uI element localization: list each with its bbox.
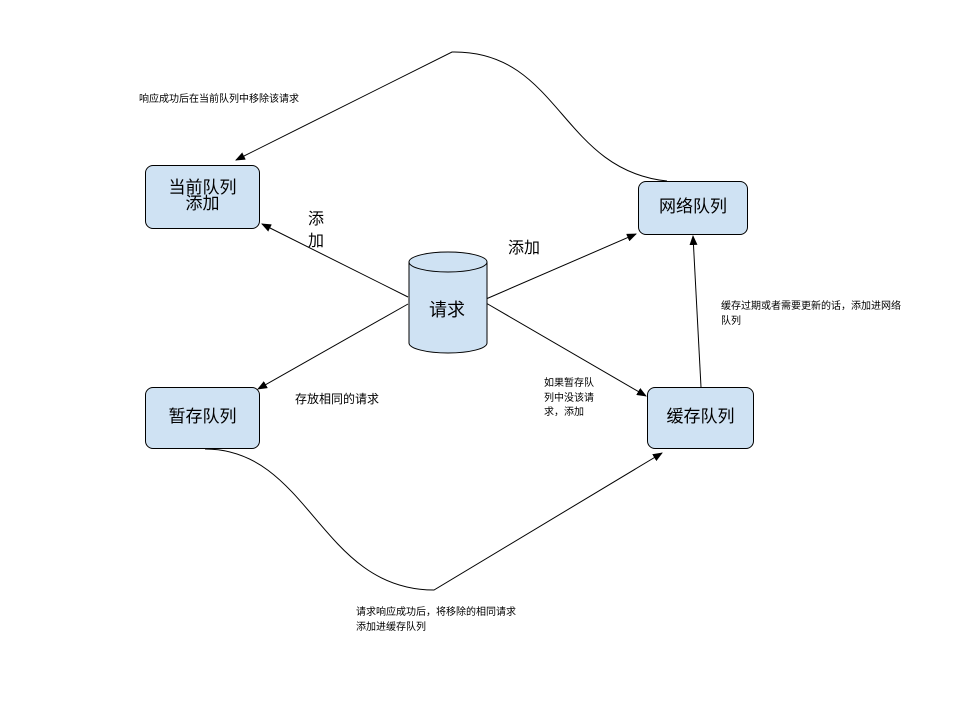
- request-cylinder: [408, 251, 488, 354]
- edge-request-to-current: [261, 223, 409, 298]
- label-cache-expired: 缓存过期或者需要更新的话，添加进网络 队列: [721, 300, 901, 329]
- current-queue-label: 当前队列: [168, 178, 237, 199]
- label-add-left-line2: 加: [308, 230, 325, 250]
- label-cache-expired-line1: 缓存过期或者需要更新的话，添加进网络: [721, 301, 901, 312]
- request-label: 请求: [429, 300, 465, 321]
- label-after-success: 请求响应成功后，将移除的相同请求 添加进缓存队列: [356, 606, 516, 635]
- label-add-right: 添加: [508, 238, 541, 257]
- label-add-left: 添 加: [308, 208, 324, 251]
- current-queue-sublabel: 添加: [185, 194, 220, 214]
- network-queue-label: 网络队列: [659, 197, 727, 218]
- temp-queue-node: 暂存队列: [145, 387, 260, 449]
- label-if-temp-line1: 如果暂存队: [544, 378, 594, 389]
- label-after-success-line2: 添加进缓存队列: [356, 621, 426, 633]
- label-if-temp-line2: 列中没该请: [544, 392, 594, 404]
- edge-request-to-temp: [257, 303, 409, 390]
- label-cache-expired-line2: 队列: [721, 315, 741, 327]
- current-queue-node: 当前队列 添加: [145, 165, 260, 229]
- temp-queue-label: 暂存队列: [168, 407, 237, 428]
- edge-cache-to-network: [689, 235, 702, 388]
- label-add-left-line1: 添: [308, 209, 325, 228]
- label-store-same: 存放相同的请求: [295, 392, 380, 406]
- edge-request-to-network: [485, 233, 637, 300]
- network-queue-node: 网络队列: [638, 181, 748, 235]
- edge-request-to-cache: [485, 302, 647, 397]
- label-if-temp: 如果暂存队 列中没该请 求，添加: [544, 377, 594, 421]
- cache-queue-node: 缓存队列: [647, 387, 754, 449]
- edge-temp-to-cache: [204, 448, 663, 591]
- edge-network-to-current: [235, 51, 668, 182]
- label-after-success-line1: 请求响应成功后，将移除的相同请求: [356, 607, 516, 618]
- label-remove-after-success: 响应成功后在当前队列中移除该请求: [139, 94, 299, 105]
- label-if-temp-line3: 求，添加: [544, 407, 584, 418]
- cache-queue-label: 缓存队列: [666, 407, 735, 428]
